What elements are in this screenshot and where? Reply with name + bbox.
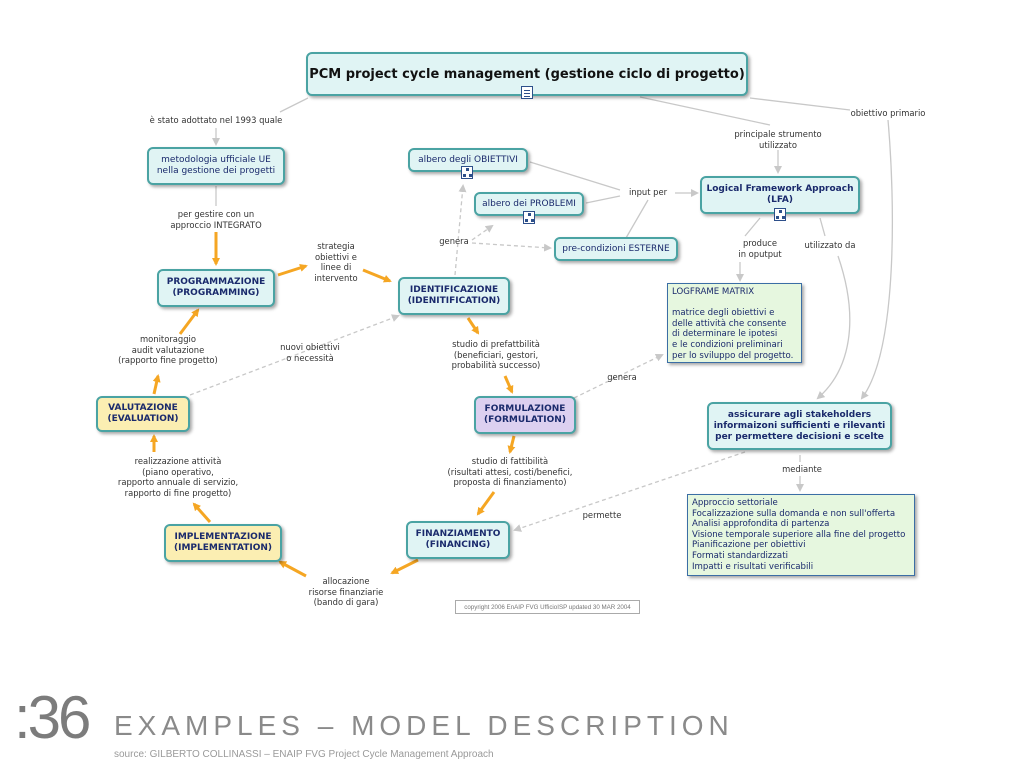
logframe-matrix-note: LOGFRAME MATRIX matrice degli obiettivi …: [667, 283, 802, 363]
identificazione-node: IDENTIFICAZIONE (IDENITIFICATION): [398, 277, 510, 315]
edge-lfa-utilizzato: [819, 217, 826, 237]
edge-precond-input: [625, 199, 649, 239]
stakeholders-node: assicurare agli stakeholders informaizon…: [707, 402, 892, 450]
label-genera-2: genera: [607, 372, 637, 382]
label-allocazione: allocazione risorse finanziarie (bando d…: [308, 576, 384, 607]
label-strategia: strategia obiettivi e linee di intervent…: [314, 241, 358, 283]
implementazione-node: IMPLEMENTAZIONE (IMPLEMENTATION): [164, 524, 282, 562]
slide-source: source: GILBERTO COLLINASSI – ENAIP FVG …: [114, 749, 494, 760]
approcci-list-note: Approccio settoriale Focalizzazione sull…: [687, 494, 915, 576]
tree-diagram-icon: [523, 211, 535, 224]
valutazione-node: VALUTAZIONE (EVALUATION): [96, 396, 190, 432]
edge-stakeholders-finanziamento: [513, 451, 746, 532]
slide-title: EXAMPLES – MODEL DESCRIPTION: [114, 710, 734, 741]
slide-number: :36: [14, 684, 91, 751]
label-monitoraggio: monitoraggio audit valutazione (rapporto…: [118, 334, 218, 365]
label-mediante: mediante: [782, 464, 822, 474]
arrow-formulazione-fattibilita: [507, 435, 516, 454]
arrow-programmazione-strategia: [277, 264, 308, 277]
formulazione-node: FORMULAZIONE (FORMULATION): [474, 396, 576, 434]
arrow-identificazione-studio: [466, 317, 480, 335]
copyright-box: copyright 2006 EnAIP FVG UfficioISP upda…: [455, 600, 640, 614]
edge-genera-precond: [471, 242, 552, 252]
pcm-title-node: PCM project cycle management (gestione c…: [306, 52, 748, 96]
edge-obiettivi-input: [529, 161, 621, 191]
label-nuovi-obiettivi: nuovi obiettivi o necessità: [280, 342, 340, 363]
label-utilizzato-da: utilizzato da: [804, 240, 856, 250]
label-realizzazione: realizzazione attività (piano operativo,…: [117, 456, 239, 498]
edge-genera-problemi: [471, 224, 494, 241]
precondizioni-node: pre-condizioni ESTERNE: [554, 237, 678, 261]
arrow-fattibilita-finanziamento: [476, 491, 496, 516]
label-principale-strumento: principale strumento utilizzato: [734, 129, 822, 150]
arrow-finanziamento-allocazione: [390, 558, 419, 575]
label-obiettivo-primario: obiettivo primario: [850, 108, 926, 118]
arrow-monitoraggio-programmazione: [178, 308, 200, 335]
finanziamento-node: FINANZIAMENTO (FINANCING): [406, 521, 510, 559]
document-icon: [521, 86, 533, 99]
label-genera-1: genera: [439, 236, 469, 246]
albero-problemi-node: albero dei PROBLEMI: [474, 192, 584, 216]
tree-diagram-icon: [461, 166, 473, 179]
edge-problemi-input: [585, 195, 621, 204]
arrow-allocazione-implementazione: [278, 560, 307, 578]
label-studio-fattibilita: studio di fattibilità (risultati attesi,…: [447, 456, 573, 487]
programmazione-node: PROGRAMMAZIONE (PROGRAMMING): [157, 269, 275, 307]
arrow-studio-formulazione: [503, 375, 514, 394]
label-produce: produce in oputput: [738, 238, 782, 259]
edge-pcm-strumento: [639, 96, 771, 126]
edge-pcm-obiettivo: [749, 97, 851, 111]
edge-pcm-adottato: [279, 97, 309, 113]
label-permette: permette: [582, 510, 622, 520]
label-adottato: è stato adottato nel 1993 quale: [149, 115, 283, 125]
edge-valutazione-ident: [189, 314, 400, 396]
edge-utilizzato-stakeholders: [816, 255, 851, 400]
edge-formulazione-logframe: [573, 354, 664, 399]
label-per-gestire: per gestire con un approccio INTEGRATO: [170, 209, 262, 230]
lfa-node: Logical Framework Approach (LFA): [700, 176, 860, 214]
edge-ident-obiettivi: [454, 184, 467, 276]
edge-obiettivo-stakeholders: [860, 119, 894, 400]
tree-diagram-icon: [774, 208, 786, 221]
edge-lfa-produce: [744, 217, 761, 237]
label-studio-prefattibilita: studio di prefattbilità (beneficiari, ge…: [451, 339, 541, 370]
arrow-implementazione-realizzazione: [192, 502, 212, 523]
arrow-strategia-identificazione: [362, 268, 392, 283]
arrow-valutazione-monitoraggio: [152, 374, 161, 395]
metodologia-node: metodologia ufficiale UE nella gestione …: [147, 147, 285, 185]
label-input-per: input per: [628, 187, 668, 197]
